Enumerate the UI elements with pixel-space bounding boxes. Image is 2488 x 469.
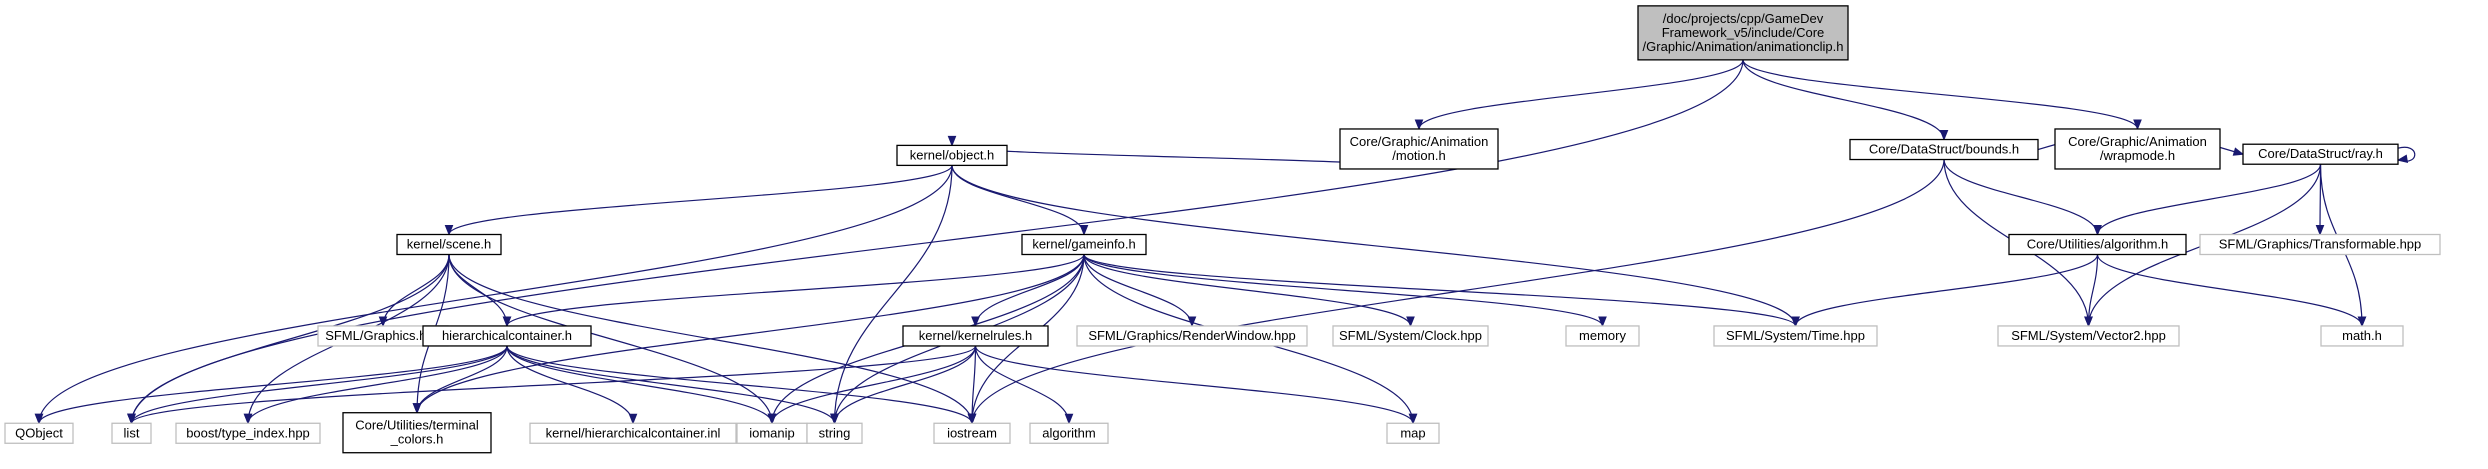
node-transformable: SFML/Graphics/Transformable.hpp <box>2199 233 2441 256</box>
edge-root-to-list <box>127 59 1744 425</box>
node-algorithm-h[interactable]: Core/Utilities/algorithm.h <box>2008 233 2187 256</box>
edge-root-to-bounds <box>1742 59 1949 141</box>
node-wrapmode[interactable]: Core/Graphic/Animation/wrapmode.h <box>2054 128 2221 170</box>
node-label: kernel/kernelrules.h <box>919 328 1032 343</box>
edge-algorithm_h-to-math <box>2096 254 2367 328</box>
node-hierarchicalcontainer[interactable]: hierarchicalcontainer.h <box>422 325 592 347</box>
node-label: /doc/projects/cpp/GameDev <box>1663 11 1824 26</box>
node-label: iomanip <box>749 425 795 440</box>
edge-ray-to-algorithm_h <box>2093 164 2322 236</box>
node-label: list <box>124 425 140 440</box>
node-type-index: boost/type_index.hpp <box>175 422 321 444</box>
edge-kernelrules-to-list <box>127 345 977 425</box>
node-terminal-colors[interactable]: Core/Utilities/terminal_colors.h <box>342 412 492 454</box>
edge-hierarchicalcontainer-to-hc_inl <box>506 345 638 425</box>
node-label: memory <box>1579 328 1626 343</box>
node-label: SFML/System/Clock.hpp <box>1339 328 1482 343</box>
node-label: Core/DataStruct/ray.h <box>2258 146 2383 161</box>
node-bounds[interactable]: Core/DataStruct/bounds.h <box>1849 138 2039 161</box>
edge-gameinfo-to-time <box>1083 253 1800 328</box>
edge-gameinfo-to-hierarchicalcontainer <box>502 254 1085 328</box>
node-object[interactable]: kernel/object.h <box>896 144 1008 167</box>
node-hc-inl: kernel/hierarchicalcontainer.inl <box>529 422 737 444</box>
node-label: string <box>819 425 851 440</box>
edge-kernelrules-to-string <box>830 345 977 425</box>
node-map: map <box>1386 422 1440 444</box>
file-nodes: /doc/projects/cpp/GameDevFramework_v5/in… <box>4 5 2441 454</box>
node-label: SFML/Graphics/Transformable.hpp <box>2219 237 2422 252</box>
edge-gameinfo-to-clock <box>1083 254 1415 328</box>
edge-gameinfo-to-memory <box>1083 254 1607 328</box>
node-iomanip: iomanip <box>736 422 808 444</box>
edge-algorithm_h-to-time <box>1791 254 2099 328</box>
edge-object-to-gameinfo <box>951 165 1089 236</box>
node-label: Core/Graphic/Animation <box>2068 134 2207 149</box>
node-sfml-graphics: SFML/Graphics.hpp <box>317 325 449 347</box>
node-qobject: QObject <box>4 422 74 444</box>
node-label: SFML/System/Vector2.hpp <box>2011 328 2166 343</box>
edge-scene-to-hierarchicalcontainer <box>448 254 512 328</box>
node-motion[interactable]: Core/Graphic/Animation/motion.h <box>1339 128 1499 170</box>
edge-kernelrules-to-map <box>974 345 1418 425</box>
edge-scene-to-sfml_graphics <box>378 254 450 328</box>
edge-root-to-motion <box>1414 59 1744 131</box>
node-label: Core/DataStruct/bounds.h <box>1869 142 2019 157</box>
edge-bounds-to-algorithm_h <box>1943 159 2102 236</box>
edge-object-to-qobject <box>34 165 953 425</box>
node-label: QObject <box>15 425 63 440</box>
node-math: math.h <box>2320 325 2404 347</box>
node-string: string <box>806 422 863 444</box>
node-gameinfo[interactable]: kernel/gameinfo.h <box>1021 233 1147 256</box>
edge-hierarchicalcontainer-to-qobject <box>34 345 508 425</box>
edge-gameinfo-to-kernelrules <box>971 254 1085 328</box>
edge-object-to-string <box>830 165 953 425</box>
dependency-edges <box>34 59 2416 425</box>
node-label: boost/type_index.hpp <box>186 425 310 440</box>
node-label: /motion.h <box>1392 148 1445 163</box>
node-label: math.h <box>2342 328 2382 343</box>
node-label: _colors.h <box>390 432 444 447</box>
node-label: SFML/Graphics.hpp <box>325 328 441 343</box>
edge-ray-to-ray <box>2396 146 2416 164</box>
node-label: kernel/scene.h <box>407 237 492 252</box>
node-vector2: SFML/System/Vector2.hpp <box>1997 325 2180 347</box>
node-iostream: iostream <box>933 422 1011 444</box>
node-label: kernel/object.h <box>910 147 995 162</box>
node-label: Framework_v5/include/Core <box>1662 25 1825 40</box>
edge-root-to-wrapmode <box>1742 59 2142 131</box>
node-label: SFML/Graphics/RenderWindow.hpp <box>1088 328 1295 343</box>
edge-hierarchicalcontainer-to-type_index <box>243 345 508 425</box>
node-clock: SFML/System/Clock.hpp <box>1332 325 1489 347</box>
node-label: Core/Graphic/Animation <box>1350 134 1489 149</box>
node-label: Core/Utilities/terminal <box>355 418 479 433</box>
edge-hierarchicalcontainer-to-terminal_colors <box>412 345 508 415</box>
edge-bounds-to-iostream <box>967 159 1945 425</box>
node-label: SFML/System/Time.hpp <box>1726 328 1865 343</box>
node-ray[interactable]: Core/DataStruct/ray.h <box>2242 143 2399 165</box>
node-list: list <box>111 422 152 444</box>
node-memory: memory <box>1565 325 1640 347</box>
node-scene[interactable]: kernel/scene.h <box>396 233 502 256</box>
node-time: SFML/System/Time.hpp <box>1713 325 1878 347</box>
edge-kernelrules-to-algorithm <box>974 345 1074 425</box>
edge-gameinfo-to-renderwindow <box>1083 254 1197 328</box>
node-label: algorithm <box>1042 425 1095 440</box>
node-label: kernel/gameinfo.h <box>1032 237 1135 252</box>
edge-object-to-scene <box>444 165 953 236</box>
node-label: kernel/hierarchicalcontainer.inl <box>546 425 721 440</box>
node-root[interactable]: /doc/projects/cpp/GameDevFramework_v5/in… <box>1637 5 1849 61</box>
node-renderwindow: SFML/Graphics/RenderWindow.hpp <box>1076 325 1308 347</box>
node-label: hierarchicalcontainer.h <box>442 328 572 343</box>
node-label: map <box>1400 425 1425 440</box>
edge-kernelrules-to-iomanip <box>767 345 977 425</box>
node-algorithm: algorithm <box>1029 422 1109 444</box>
edge-algorithm_h-to-vector2 <box>2084 254 2099 328</box>
edge-ray-to-transformable <box>2315 164 2325 236</box>
node-kernelrules[interactable]: kernel/kernelrules.h <box>902 325 1049 347</box>
node-label: /wrapmode.h <box>2100 148 2175 163</box>
node-label: /Graphic/Animation/animationclip.h <box>1643 39 1844 54</box>
node-label: Core/Utilities/algorithm.h <box>2027 237 2169 252</box>
node-label: iostream <box>947 425 997 440</box>
